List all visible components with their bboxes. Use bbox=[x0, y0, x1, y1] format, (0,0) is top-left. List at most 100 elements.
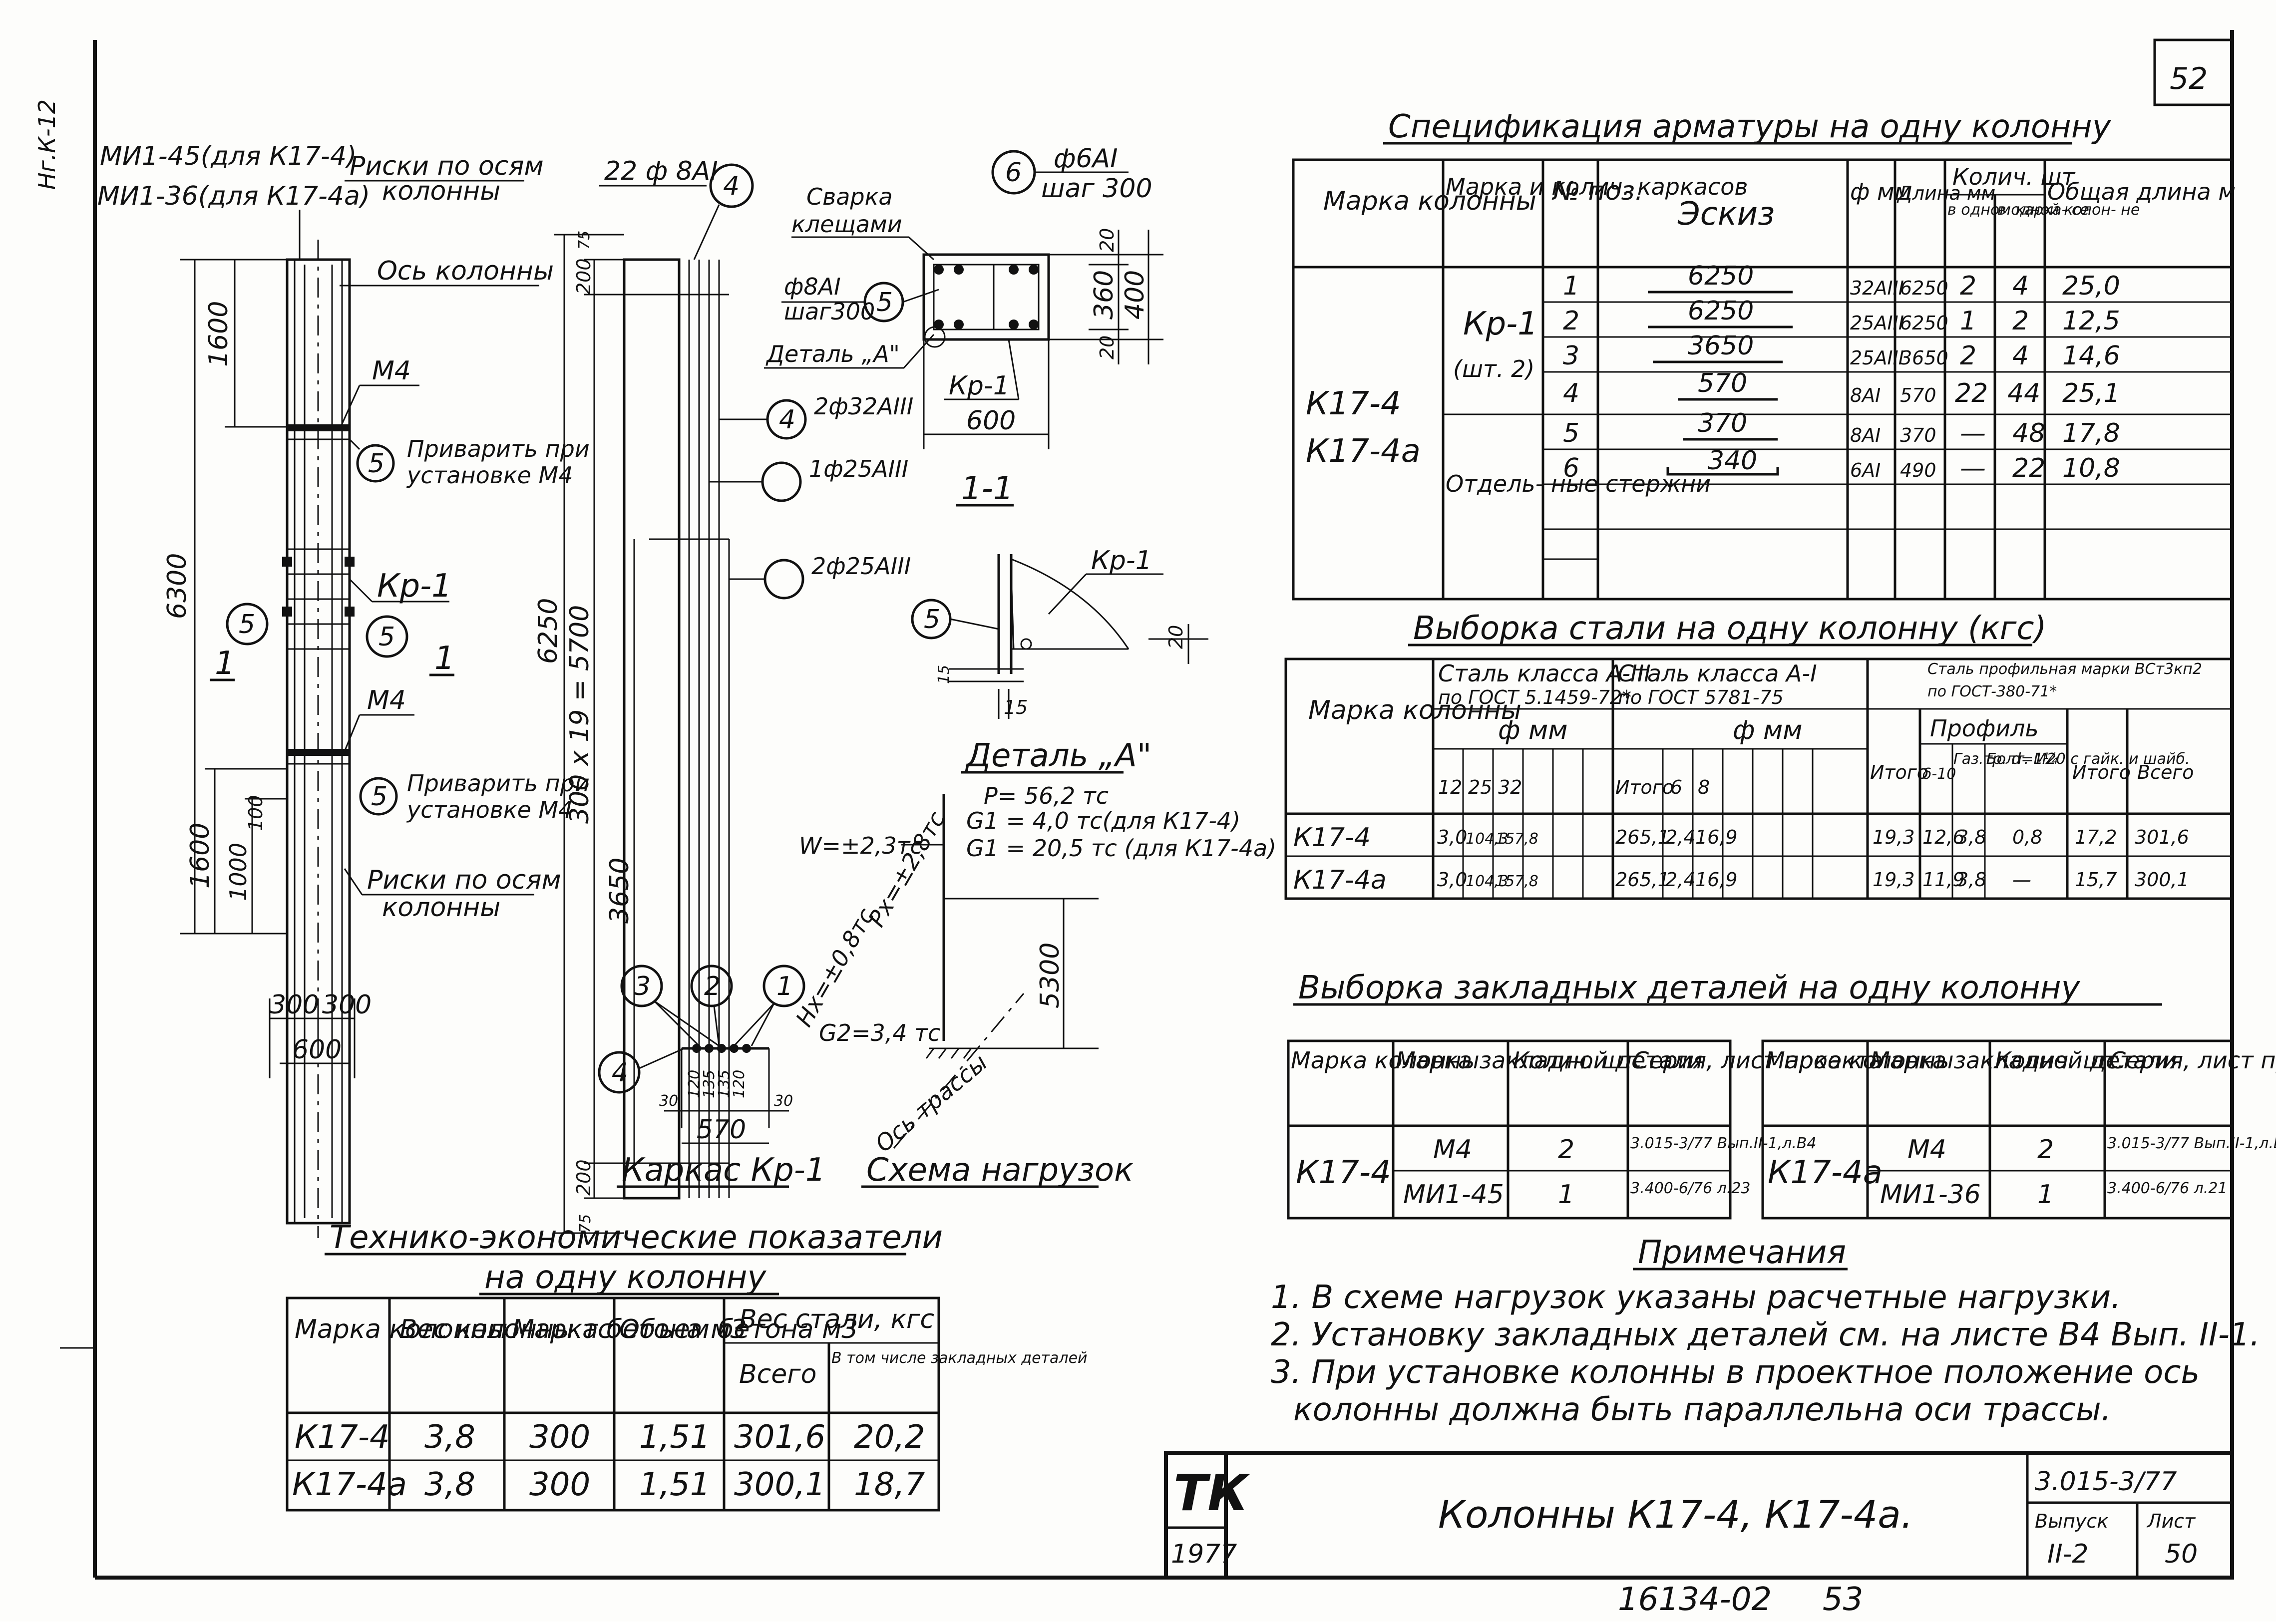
sheet-number: 52 bbox=[2170, 61, 2208, 96]
embedded-table: Выборка закладных деталей на одну колонн… bbox=[1287, 970, 2276, 1220]
steel-r1-itogo: 265,1 bbox=[1615, 869, 1670, 891]
tech-title: Технико-экономические показатели bbox=[330, 1219, 943, 1256]
cage-dim-3650: 3650 bbox=[605, 858, 635, 924]
spec-r4-qc: 48 bbox=[2012, 418, 2045, 448]
spec-r1-dia: 25АIII bbox=[1850, 312, 1904, 334]
kr1-dim-4: 120 bbox=[731, 1070, 748, 1098]
steel-r1-itogo3: 15,7 bbox=[2075, 869, 2117, 891]
spec-r5-sketch: 340 bbox=[1708, 446, 1757, 476]
load-h: Hx=±0,8тс bbox=[790, 904, 880, 1031]
weld-top-label-2: установке М4 bbox=[406, 462, 573, 489]
steel-h-vsego: Всего bbox=[2137, 761, 2194, 783]
steel-r1-itogo2: 19,3 bbox=[1873, 869, 1915, 891]
steel-h-mark: Марка колонны bbox=[1308, 695, 1521, 725]
spec-r3-total: 25,1 bbox=[2062, 378, 2120, 408]
spec-r4-total: 17,8 bbox=[2062, 418, 2120, 448]
emb-l-r1-detail: МИ1-45 bbox=[1403, 1180, 1504, 1210]
section-pos5: 5 bbox=[876, 288, 893, 318]
spec-r0-qf: 2 bbox=[1960, 271, 1976, 301]
spec-h-frames: Марка и колич. каркасов bbox=[1446, 173, 1748, 200]
tech-r1-total: 300,1 bbox=[734, 1466, 825, 1503]
steel-h-d12: 12 bbox=[1438, 776, 1462, 798]
steel-row-0: К17-4 3,0 104,3 157,8 265,1 2,4 16,9 19,… bbox=[1293, 823, 2189, 853]
emb-l-r1-series: 3.400-6/76 л.23 bbox=[1630, 1180, 1751, 1197]
section-stirrup: ф6АI bbox=[1054, 144, 1118, 174]
section-1-left: 1 bbox=[215, 645, 235, 682]
pos5-left: 5 bbox=[239, 610, 255, 640]
load-g2: G2=3,4 тс bbox=[819, 1019, 940, 1046]
detail-a-dim-15: 15 bbox=[935, 665, 953, 684]
spec-r1-sketch: 6250 bbox=[1688, 296, 1754, 326]
steel-h-class-a3: Сталь класса А-III bbox=[1438, 660, 1651, 687]
axis-marks-bottom: Риски по осям bbox=[367, 865, 561, 895]
dim-100: 100 bbox=[245, 795, 267, 831]
section-title: 1-1 bbox=[961, 470, 1014, 507]
spec-r4-pos: 5 bbox=[1563, 418, 1579, 448]
steel-h-s10: δ-10 bbox=[1922, 765, 1956, 783]
note-2: 2. Установку закладных деталей см. на ли… bbox=[1271, 1316, 2260, 1353]
tech-r1-concrete: 300 bbox=[529, 1466, 590, 1503]
section-bar5: ф8АI bbox=[784, 273, 841, 300]
section-kr1: Кр-1 bbox=[949, 371, 1010, 401]
steel-h-class-a3-gost: по ГОСТ 5.1459-72* bbox=[1438, 686, 1631, 708]
dim-600: 600 bbox=[292, 1035, 342, 1065]
weld-bottom-label-2: установке М4 bbox=[406, 796, 573, 823]
spec-r4-length: 370 bbox=[1900, 424, 1936, 446]
tech-h-weight: Вес колонны тс bbox=[399, 1314, 612, 1344]
detail-a-kr1: Кр-1 bbox=[1091, 546, 1152, 576]
emb-l-h-mark: Марка колонны bbox=[1291, 1047, 1480, 1074]
spec-h-qty: Колич. шт bbox=[1952, 163, 2076, 190]
load-scheme: P= 56,2 тс G1 = 4,0 тс(для К17-4) G1 = 2… bbox=[790, 782, 1276, 1189]
axis-marks-bottom-2: колонны bbox=[382, 893, 500, 923]
column-view: МИ1-45(для К17-4) МИ1-36(для К17-4а) Рис… bbox=[97, 141, 590, 1238]
cage-dim-75-top: 75 bbox=[576, 231, 593, 250]
section-1-right: 1 bbox=[434, 640, 455, 677]
tech-r0-mark: К17-4 bbox=[295, 1419, 390, 1456]
spec-frame-group: Кр-1 bbox=[1463, 306, 1538, 342]
spec-h-length: Длина мм bbox=[1897, 182, 1995, 204]
cage-kr1: 3 2 1 4 30 120 135 135 120 30 570 Каркас… bbox=[598, 965, 826, 1189]
detail-a: Кр-1 5 20 15 15 Деталь „А" bbox=[911, 546, 1208, 774]
emb-r-h-detail: Марка закладной детали bbox=[1870, 1047, 2177, 1074]
kr1-dim-2: 135 bbox=[701, 1070, 718, 1098]
steel-r1-d32: 157,8 bbox=[1496, 873, 1538, 890]
m4-top-label: М4 bbox=[372, 356, 411, 386]
section-stirrup-step: шаг 300 bbox=[1041, 174, 1152, 204]
bottom-stamp: 16134-02 53 bbox=[1618, 1581, 1863, 1618]
steel-r1-s10: 11,9 bbox=[1922, 869, 1965, 891]
tech-r1-weight: 3,8 bbox=[424, 1466, 475, 1503]
pos5-weld-top: 5 bbox=[368, 449, 384, 479]
cage-dim-6250: 6250 bbox=[533, 598, 563, 664]
emb-r-h-mark: Марка колонны bbox=[1765, 1047, 1954, 1074]
tech-h-volume: Объем бетона м3 bbox=[619, 1314, 858, 1344]
column-axis-label: Ось колонны bbox=[377, 256, 554, 286]
spec-h-total: Общая длина м bbox=[2047, 178, 2236, 205]
spec-r5-dia: 6АI bbox=[1850, 459, 1881, 481]
spec-r3-dia: 8АI bbox=[1850, 384, 1881, 406]
cage-dim-200-bottom: 200 bbox=[573, 1159, 595, 1196]
steel-r0-d8: 16,9 bbox=[1695, 826, 1738, 848]
steel-r0-vsego: 301,6 bbox=[2135, 826, 2189, 848]
cage-bar1-label: 2ф32АIII bbox=[814, 393, 913, 420]
steel-h-bolt: Болт. М20 с гайк. и шайб. bbox=[1986, 750, 2190, 768]
section-detail-a: Деталь „А" bbox=[765, 340, 900, 367]
spec-r3-pos: 4 bbox=[1563, 378, 1579, 408]
spec-r5-total: 10,8 bbox=[2062, 453, 2120, 483]
steel-r0-itogo3: 17,2 bbox=[2075, 826, 2117, 848]
steel-r1-d6: 2,4 bbox=[1665, 869, 1695, 891]
section-dim-20-bottom: 20 bbox=[1096, 335, 1118, 359]
spec-h-sketch: Эскиз bbox=[1677, 196, 1775, 233]
title-sheet: 50 bbox=[2165, 1539, 2198, 1569]
emb-r-h-series: Серия, лист проекта bbox=[2110, 1047, 2276, 1074]
emb-r-r1-qty: 1 bbox=[2037, 1180, 2054, 1210]
emb-r-r1-series: 3.400-6/76 л.21 bbox=[2107, 1180, 2228, 1197]
tech-h-total: Всего bbox=[739, 1359, 816, 1389]
title-issue: II-2 bbox=[2047, 1539, 2089, 1569]
emb-l-r0-series: 3.015-3/77 Вып.II-1,л.В4 bbox=[1630, 1135, 1817, 1152]
cage-pos1: 4 bbox=[779, 405, 795, 435]
spec-r5-qf: — bbox=[1960, 453, 1986, 483]
tech-r0-volume: 1,51 bbox=[639, 1419, 711, 1456]
steel-r1-vsego: 300,1 bbox=[2135, 869, 2189, 891]
spec-r5-qc: 22 bbox=[2012, 453, 2045, 483]
tech-title-2: на одну колонну bbox=[484, 1259, 766, 1296]
